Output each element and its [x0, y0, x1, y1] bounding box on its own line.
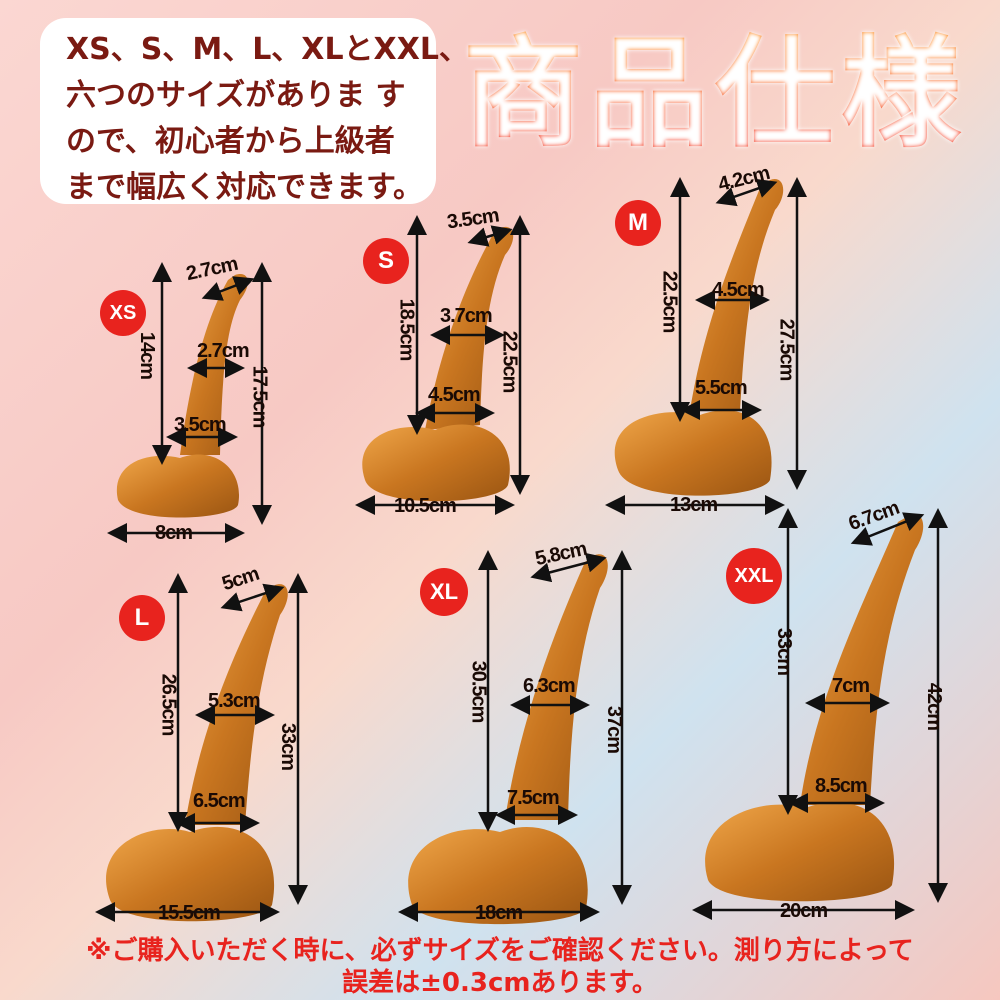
xxl-total-length: 42cm — [923, 682, 946, 731]
xs-total-length: 17.5cm — [248, 365, 271, 428]
size-badge-m: M — [615, 200, 661, 246]
m-base-diameter: 13cm — [670, 494, 718, 516]
product-l — [106, 584, 288, 922]
size-badge-l: L — [119, 595, 165, 641]
s-mid-width: 3.7cm — [440, 305, 493, 327]
page-title: 商品仕様 — [463, 25, 967, 164]
size-badge-xs: XS — [100, 290, 146, 336]
footnote-line-2: 誤差は±0.3cmあります。 — [342, 968, 658, 998]
m-mid-width: 4.5cm — [712, 279, 765, 301]
m-insertable-length: 22.5cm — [658, 270, 681, 333]
xs-base-diameter: 8cm — [155, 522, 193, 544]
xxl-insertable-length: 33cm — [773, 627, 796, 676]
xs-insertable-length: 14cm — [136, 331, 159, 380]
xs-mid-width: 2.7cm — [197, 340, 250, 362]
l-base-diameter: 15.5cm — [158, 902, 221, 924]
xl-mid-width: 6.3cm — [523, 675, 576, 697]
xs-base-width: 3.5cm — [174, 414, 227, 436]
xl-base-diameter: 18cm — [475, 902, 523, 924]
xxl-base-diameter: 20cm — [780, 900, 828, 922]
m-total-length: 27.5cm — [775, 318, 798, 381]
xl-base-width: 7.5cm — [507, 787, 560, 809]
product-xl — [408, 554, 608, 925]
product-xxl — [705, 514, 924, 902]
s-base-diameter: 10.5cm — [394, 495, 457, 517]
intro-line-1: XS、S、M、L、XLとXXL、 — [66, 32, 469, 67]
measure-arrows — [95, 177, 948, 922]
s-base-width: 4.5cm — [428, 384, 481, 406]
s-total-length: 22.5cm — [498, 330, 521, 393]
size-badge-s: S — [363, 238, 409, 284]
footnote-line-1: ※ご購入いただく時に、必ずサイズをご確認ください。測り方によって — [86, 936, 914, 966]
intro-line-2: 六つのサイズがありま す — [66, 78, 406, 113]
s-insertable-length: 18.5cm — [395, 298, 418, 361]
size-badge-xl: XL — [420, 568, 468, 616]
l-base-width: 6.5cm — [193, 790, 246, 812]
l-mid-width: 5.3cm — [208, 690, 261, 712]
xl-insertable-length: 30.5cm — [467, 660, 490, 723]
xxl-base-width: 8.5cm — [815, 775, 868, 797]
l-total-length: 33cm — [277, 722, 300, 771]
l-insertable-length: 26.5cm — [157, 673, 180, 736]
m-base-width: 5.5cm — [695, 377, 748, 399]
intro-line-4: まで幅広く対応できます。 — [66, 170, 423, 205]
intro-line-3: ので、初心者から上級者 — [66, 124, 395, 159]
intro-box — [40, 18, 436, 204]
size-badge-xxl: XXL — [726, 548, 782, 604]
xxl-mid-width: 7cm — [832, 675, 870, 697]
xl-total-length: 37cm — [603, 705, 626, 754]
